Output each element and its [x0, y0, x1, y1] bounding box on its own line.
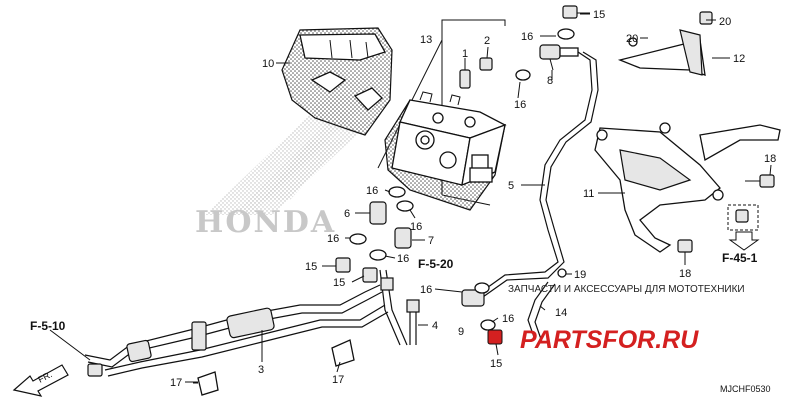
callout-17-left: 17 — [170, 377, 182, 389]
part-15-bolt-top — [562, 5, 590, 19]
part-6-union — [369, 201, 387, 225]
callout-numbers: 10 1 2 13 15 16 8 16 20 20 12 5 11 18 18… — [170, 9, 776, 389]
callout-18-right: 18 — [764, 153, 776, 165]
callout-16-e: 16 — [420, 284, 432, 296]
shop-watermark: ЗАПЧАСТИ И АКСЕССУАРЫ ДЛЯ МОТОТЕХНИКИ PA… — [508, 284, 745, 354]
washer-mid-4 — [369, 249, 387, 261]
callout-3: 3 — [258, 364, 264, 376]
callout-8: 8 — [547, 75, 553, 87]
abs-modulator-unit — [384, 91, 507, 211]
callout-16-d: 16 — [397, 253, 409, 265]
ref-f-5-20: F-5-20 — [418, 257, 454, 271]
washer-top-1 — [557, 28, 575, 40]
honda-wordmark: HONDA — [195, 205, 336, 240]
washer-low-2 — [480, 319, 496, 331]
callout-16-f: 16 — [502, 313, 514, 325]
part-11-mount-bracket — [594, 122, 781, 253]
callout-19: 19 — [574, 269, 586, 281]
leader-lines — [49, 13, 772, 383]
callout-4: 4 — [432, 320, 438, 332]
shop-logo: PARTSFOR.RU — [520, 326, 699, 354]
part-2-bleeder — [479, 46, 493, 71]
part-5-brake-pipe — [469, 51, 599, 305]
callout-11: 11 — [583, 188, 594, 200]
front-direction-arrow: FR. — [12, 364, 69, 397]
washer-low-1 — [474, 282, 490, 294]
callout-7: 7 — [428, 235, 434, 247]
washer-top-2 — [515, 69, 531, 81]
callout-16-c: 16 — [327, 233, 339, 245]
callout-20-right: 20 — [719, 16, 731, 28]
callout-16-top: 16 — [521, 31, 533, 43]
part-14-hose — [527, 281, 556, 343]
part-18-bolt-bottom — [677, 239, 693, 253]
callout-6: 6 — [344, 208, 350, 220]
part-7-union — [394, 227, 412, 249]
bolt-15-low — [487, 329, 503, 345]
callout-14: 14 — [555, 307, 567, 319]
callout-16-a: 16 — [366, 185, 378, 197]
callout-9: 9 — [458, 326, 464, 338]
part-1-sensor — [459, 58, 471, 89]
part-19-clip — [557, 268, 567, 278]
callout-13: 13 — [420, 34, 432, 46]
part-17-clamp-right — [331, 339, 355, 367]
part-4-brake-pipe — [379, 269, 420, 346]
callout-12: 12 — [733, 53, 745, 65]
callout-10: 10 — [262, 58, 274, 70]
washer-mid-3 — [396, 200, 414, 212]
ref-f-45-1: F-45-1 — [722, 251, 758, 265]
ref-box-f45 — [727, 204, 760, 251]
part-12-bracket — [617, 11, 713, 76]
honda-wing-watermark: HONDA — [195, 95, 375, 240]
part-9-union — [461, 289, 485, 307]
callout-15-low: 15 — [490, 358, 502, 370]
callout-17-right: 17 — [332, 374, 344, 386]
ref-f-5-10: F-5-10 — [30, 319, 66, 333]
bolt-15-mid-2 — [362, 267, 378, 283]
callout-15-mid-2: 15 — [333, 277, 345, 289]
part-10-modulator-cover — [281, 27, 393, 136]
part-8-union — [539, 44, 579, 71]
part-17-clamp-left — [193, 371, 219, 396]
shop-tagline: ЗАПЧАСТИ И АКСЕССУАРЫ ДЛЯ МОТОТЕХНИКИ — [508, 284, 745, 295]
callout-20-left: 20 — [626, 33, 638, 45]
washer-mid-1 — [388, 186, 406, 198]
callout-2: 2 — [484, 35, 490, 47]
callout-16-b: 16 — [410, 221, 422, 233]
callout-18-bottom: 18 — [679, 268, 691, 280]
callout-5: 5 — [508, 180, 514, 192]
callout-15-top: 15 — [593, 9, 605, 21]
callout-16-right: 16 — [514, 99, 526, 111]
part-18-bolt-right — [745, 174, 775, 188]
callout-1: 1 — [462, 48, 468, 60]
callout-15-mid-1: 15 — [305, 261, 317, 273]
washer-mid-2 — [349, 233, 367, 245]
bolt-15-mid-1 — [335, 257, 351, 273]
diagram-code: MJCHF0530 — [720, 384, 771, 394]
